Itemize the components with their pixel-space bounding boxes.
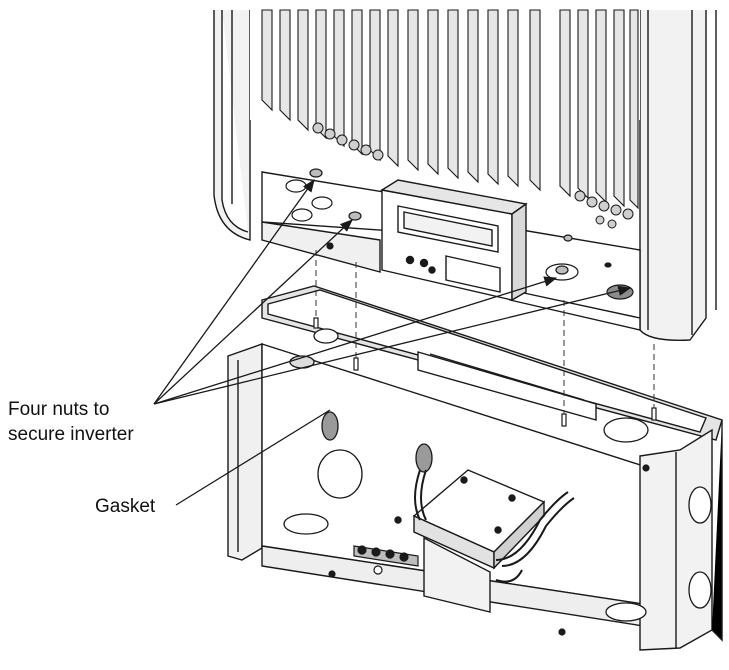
four-nuts-callout: Four nuts to secure inverter xyxy=(8,397,134,447)
terminal-block xyxy=(353,545,419,575)
capacitor-row-left xyxy=(312,122,384,161)
alignment-guides xyxy=(315,250,655,414)
four-nuts-callout-line1: Four nuts to xyxy=(8,399,110,420)
inverter-body xyxy=(213,10,717,341)
gasket-leader-line xyxy=(175,409,331,506)
four-nuts-callout-line2: secure inverter xyxy=(8,424,134,445)
gasket-callout: Gasket xyxy=(95,496,156,517)
capacitor-row-right xyxy=(574,190,634,229)
internal-wires xyxy=(414,469,575,583)
nut-leader-arrows xyxy=(153,178,632,405)
wiring-box-knockouts xyxy=(283,328,712,622)
heat-sink-fins xyxy=(261,9,639,210)
display-panel xyxy=(380,179,528,302)
